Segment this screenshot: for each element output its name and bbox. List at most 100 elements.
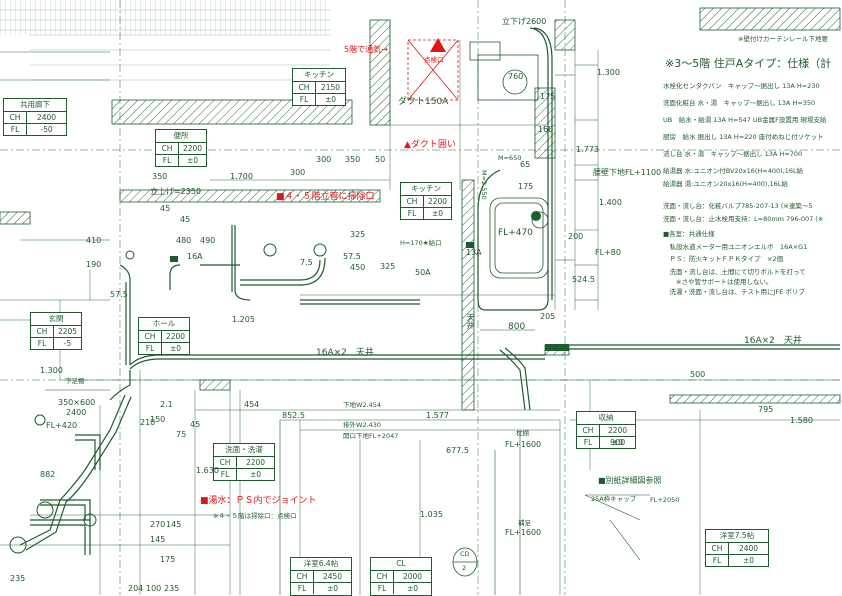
pipe-label: 50A [415, 268, 431, 277]
wall-base-label: 腰壁下地FL+1100 [593, 168, 662, 177]
room-fl: ±0 [324, 95, 337, 104]
pipe-label: 13A [466, 248, 482, 257]
dimension: 7.5 [300, 258, 313, 267]
dimension: 175 [540, 92, 556, 101]
cap-label: 25A枠キャップ [591, 495, 637, 503]
dimension: 1.773 [576, 145, 599, 154]
room-ch: 2000 [402, 572, 423, 581]
dimension: 490 [200, 236, 216, 245]
spec-title: ※3～5階 住戸Aタイプ：仕様（計 [665, 57, 832, 70]
room-fl: -5 [63, 339, 72, 348]
dimension: 75 [176, 430, 187, 439]
dimension: 150 [150, 415, 166, 424]
shelf-label: 枕棚 [516, 429, 529, 437]
room-ch: 2150 [320, 83, 341, 92]
dimension: 350×600 [58, 398, 96, 407]
room-fl: ±0 [186, 156, 199, 165]
w2550-label: M=2.550 [480, 170, 488, 200]
grid-bubble [452, 547, 478, 577]
dimension: 190 [86, 260, 102, 269]
room-fl: ±0 [406, 584, 419, 593]
vent-note: 5階で通気→ [344, 45, 388, 54]
dimension: 235 [10, 574, 26, 583]
dimension: 677.5 [446, 446, 469, 455]
room-ch-key: CH [293, 82, 316, 93]
dimension: 1.035 [420, 510, 443, 519]
spec-row: UB 給水・給湯 13A H=547 UB金属F設置用 現場支給 [663, 116, 827, 124]
room-ch: 2200 [427, 197, 448, 206]
h170-label: H=170★給口 [400, 239, 442, 247]
room-box: キッチン CH 2150 FL ±0 [292, 68, 346, 106]
spec-note: 洗面・流し台：止水栓用支持：L=80mm 796-007 (※ [663, 215, 824, 223]
fl-1600a-label: FL+1600 [505, 440, 542, 449]
dimension: 852.5 [282, 411, 305, 420]
room-name: キッチン [293, 69, 345, 82]
pipe-label: 16A [187, 252, 203, 261]
cleanout-detail: ※４・５階は掃除口：点検口 [213, 512, 297, 520]
room-name: CL [371, 558, 431, 571]
room-name: 収納 [577, 412, 635, 425]
spec-note: ＰＳ：防火キットＦＰＫタイプ ×2個 [663, 255, 784, 263]
dimension-ticks [45, 64, 650, 595]
opening-label: 開口下地FL+2047 [343, 432, 399, 440]
riser-left-label: 立上げ=2350 [150, 187, 202, 196]
room-ch: 2200 [245, 458, 266, 467]
spec-row: 給湯器 湯:ユニオン20x16(H=400),16L給 [663, 180, 788, 188]
dimension: 1.700 [230, 172, 253, 181]
m650-label: M=650 [498, 154, 522, 162]
dimension: 57.5 [343, 252, 361, 261]
stair-hatching [0, 0, 330, 81]
dimension: 45 [190, 420, 201, 429]
fl-1600b-label: FL+1600 [505, 528, 542, 537]
fl-470-label: FL+470 [498, 228, 533, 238]
room-ch: 2200 [165, 332, 186, 341]
room-name: 洋室7.5帖 [706, 530, 768, 543]
beam-label: 下地W2.454 [343, 401, 382, 409]
dimension: 1.580 [790, 416, 813, 425]
dimension: 1.300 [597, 68, 620, 77]
dimension: 350 [152, 172, 168, 181]
room-ch-key: CH [371, 571, 394, 582]
dimension: 1.577 [426, 411, 449, 420]
spec-row: 水栓化センタクパン キャップ～据出し 13A H=230 [663, 82, 820, 90]
spec-note: 洗濯・洗面・流し台は、テスト用にJFE ポリブ [663, 288, 805, 296]
room-ch: 2400 [36, 113, 57, 122]
dimension: 350 [345, 155, 361, 164]
room-fl-key: FL [293, 94, 316, 105]
dimension: 1.300 [40, 366, 63, 375]
room-fl: ±0 [611, 438, 624, 447]
room-fl-key: FL [706, 555, 729, 566]
room-fl-key: FL [401, 208, 424, 219]
inspection-note: 点検口 [424, 56, 444, 64]
corner-note: ※壁付けカーテンレール下地要 [738, 35, 828, 43]
spec-row: 洗面化粧台 水・湯 キャップ～据出し 13A H=350 [663, 99, 816, 107]
shoe-shelf-label: 下足棚 [65, 377, 85, 385]
room-ch: 2450 [322, 572, 343, 581]
room-ch-key: CH [156, 143, 179, 154]
room-fl: ±0 [169, 344, 182, 353]
room-fl-key: FL [139, 343, 162, 354]
dimension: 524.5 [572, 275, 595, 284]
room-name: 洋室6.4帖 [291, 558, 351, 571]
room-ch-key: CH [214, 457, 237, 468]
spec-row: 厨房 給水 据出し 13A H=220 座付めねじ付ソケット [663, 133, 824, 141]
dimension: 500 [690, 370, 706, 379]
dimension: 800 [508, 322, 526, 332]
room-fl: ±0 [249, 470, 262, 479]
spec-row: 流し台 水・湯 キャップ～据出し 13A H=700 [663, 150, 803, 158]
spec-panel: ※3～5階 住戸Aタイプ：仕様（計 水栓化センタクパン キャップ～据出し 13A… [659, 57, 842, 297]
room-ch-key: CH [401, 196, 424, 207]
dimension: 200 [568, 232, 584, 241]
shelf-label-2: 補足 [518, 519, 531, 527]
dimension: 145 [150, 535, 166, 544]
dimension: 45 [160, 204, 171, 213]
dimension: 235 [164, 584, 180, 593]
pipe-valves [9, 211, 569, 554]
dimension: 204 [128, 584, 144, 593]
